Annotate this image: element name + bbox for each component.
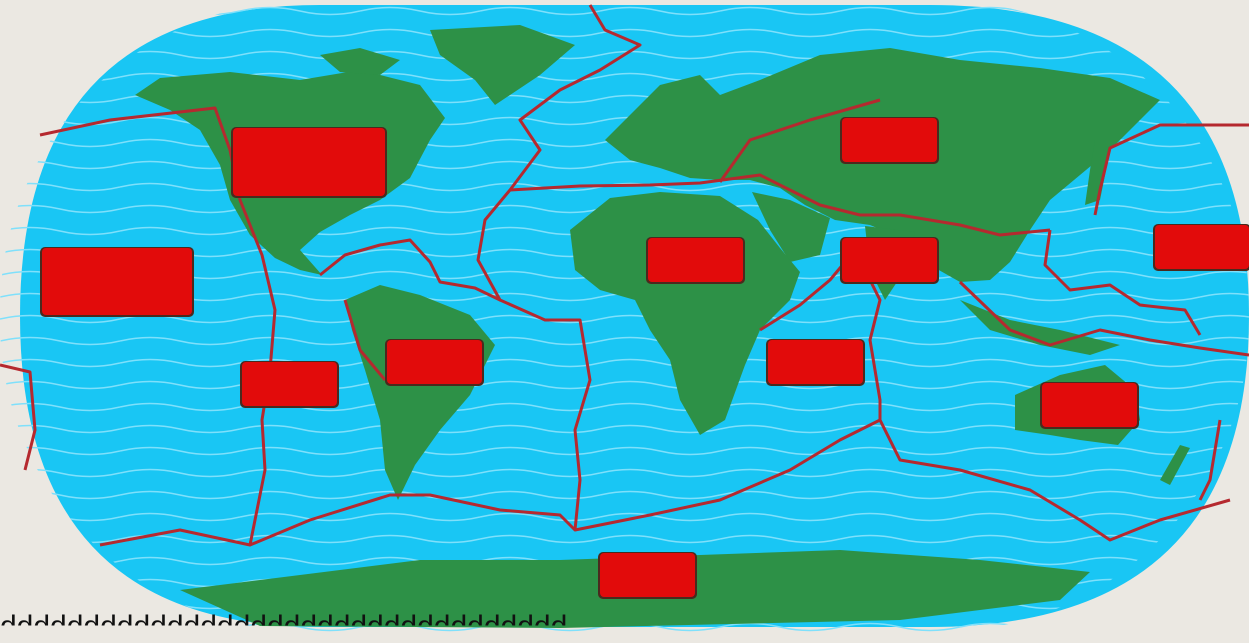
eurasian-african-boundary: [509, 173, 1051, 237]
label-box-11[interactable]: [600, 553, 695, 597]
new-zealand: [1160, 445, 1190, 485]
label-box-2[interactable]: [842, 118, 937, 162]
label-box-1[interactable]: [233, 128, 385, 196]
label-box-7[interactable]: [242, 362, 337, 406]
south-america: [345, 285, 495, 500]
label-box-10[interactable]: [1042, 383, 1137, 427]
label-box-6[interactable]: [1155, 225, 1249, 269]
pacific-plate-boundary: [39, 106, 277, 546]
arctic-islands: [320, 48, 400, 75]
tonga-trench: [1198, 419, 1222, 501]
arctic-ridge: [718, 98, 881, 183]
southeast-asia-islands: [960, 300, 1120, 355]
indo-australian-boundary: [958, 280, 1249, 357]
philippine-boundary: [1043, 229, 1202, 336]
west-pacific-boundary: [0, 363, 37, 471]
label-box-3[interactable]: [42, 248, 192, 315]
arabian-peninsula: [752, 192, 830, 262]
greenland: [430, 25, 575, 105]
label-boxes: [40, 117, 1249, 599]
plate-boundaries: [0, 4, 1249, 547]
label-box-9[interactable]: [768, 340, 863, 384]
caption-text: dddddddddddddddddddddddddddddddddd: [0, 612, 567, 626]
pacific-east-rise: [99, 418, 1231, 547]
label-box-8[interactable]: [387, 340, 482, 384]
nazca-boundary: [319, 238, 501, 302]
label-box-4[interactable]: [648, 238, 743, 282]
japan-trench: [1093, 123, 1249, 216]
mid-atlantic-ridge: [476, 4, 642, 531]
label-box-5[interactable]: [842, 238, 937, 282]
europe-asia: [605, 48, 1160, 282]
south-american-boundary: [343, 299, 387, 381]
japan: [1085, 140, 1110, 205]
